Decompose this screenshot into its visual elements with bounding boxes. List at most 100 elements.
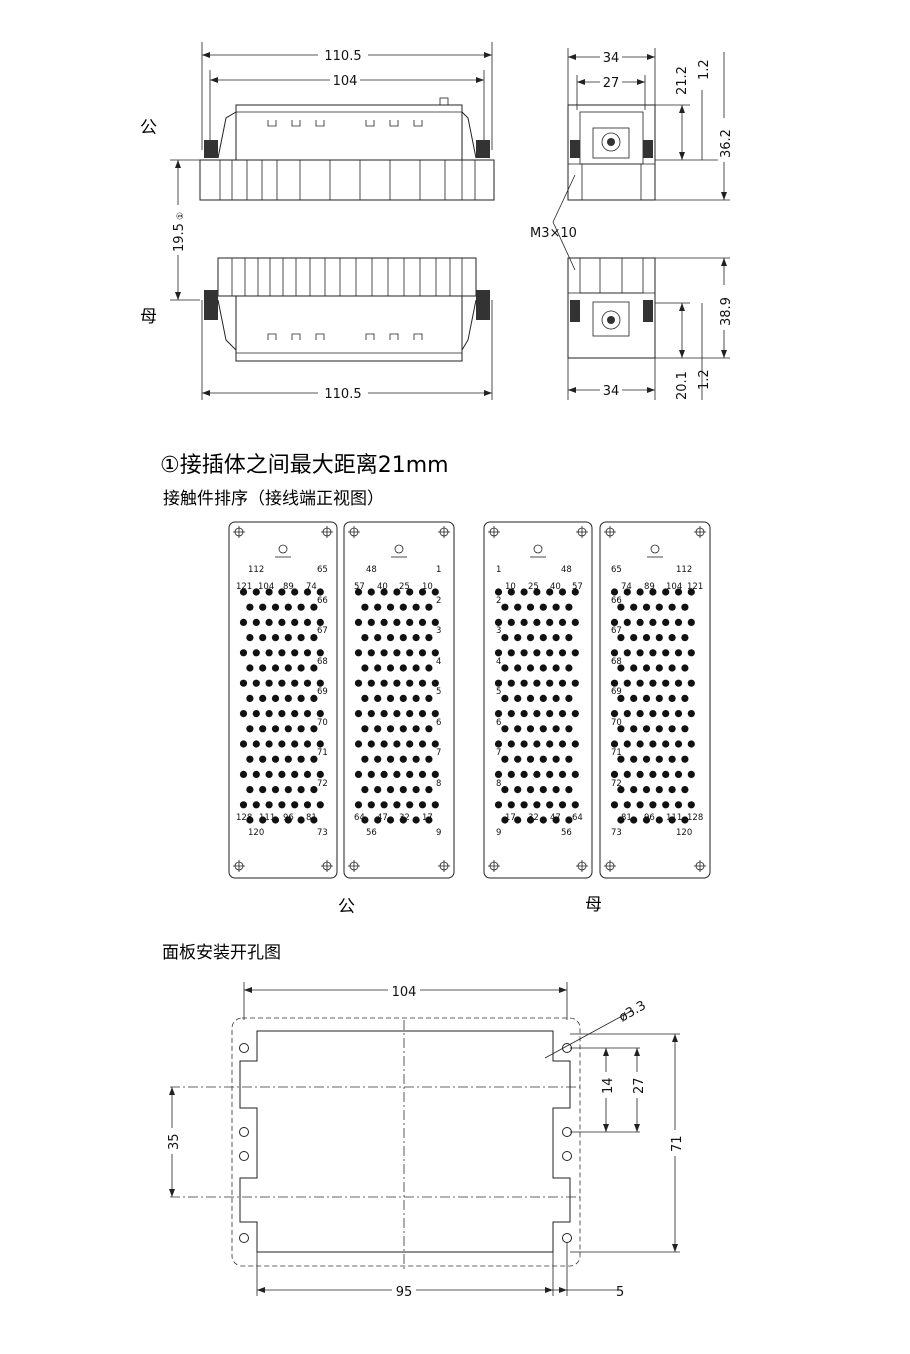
crosshair-icon <box>348 526 360 538</box>
contact-pin <box>501 694 509 703</box>
contact-pin <box>662 588 670 596</box>
contact-pin <box>662 710 670 718</box>
contact-pin <box>552 755 560 763</box>
contact-pin <box>271 664 280 672</box>
contact-pin <box>565 694 573 703</box>
svg-text:67: 67 <box>611 626 622 636</box>
contact-pin <box>681 755 689 763</box>
contact-pin <box>259 786 267 794</box>
contact-pin <box>565 634 573 642</box>
contact-pin <box>552 725 560 733</box>
contact-pin <box>291 649 299 657</box>
contact-pin <box>399 786 407 794</box>
contact-pin <box>494 801 503 809</box>
contact-pin <box>501 816 509 824</box>
contact-pin <box>617 725 625 733</box>
contact-pin <box>367 740 375 748</box>
crosshair-icon <box>321 526 333 538</box>
contact-pin <box>297 664 305 672</box>
contact-pin <box>259 634 267 642</box>
contact-pin <box>546 679 554 687</box>
contact-pin <box>367 770 375 779</box>
contact-pin <box>361 725 369 733</box>
contact-pin <box>425 634 433 642</box>
contact-pin <box>374 634 382 642</box>
contact-pin <box>623 588 631 596</box>
svg-text:65: 65 <box>611 565 622 575</box>
svg-text:74: 74 <box>621 582 632 592</box>
contact-pin <box>399 634 407 642</box>
contact-pin <box>681 664 689 672</box>
contact-pin <box>546 801 554 809</box>
contact-pin <box>617 755 625 763</box>
contact-pin <box>386 786 395 794</box>
contact-pin <box>374 755 382 763</box>
contact-pin <box>687 710 695 718</box>
contact-pin <box>386 664 395 672</box>
contact-pin <box>367 679 375 687</box>
contact-pin <box>380 588 388 596</box>
contact-pin <box>546 618 554 627</box>
contact-pin <box>412 786 420 794</box>
contact-pin <box>662 679 670 687</box>
contact-pin <box>526 786 535 794</box>
svg-text:128: 128 <box>236 813 252 823</box>
svg-text:9: 9 <box>436 828 441 838</box>
contact-pin <box>265 649 273 657</box>
contact-pin <box>668 755 676 763</box>
contact-pin <box>655 725 663 733</box>
contact-pin <box>393 801 401 809</box>
contact-pin <box>291 740 299 748</box>
pin-panels <box>228 521 711 879</box>
male-side-view: 34 27 21.2 1.2 36.2 <box>567 48 734 201</box>
contact-pin <box>386 634 395 642</box>
contact-pin <box>674 801 683 809</box>
contact-pin <box>649 649 657 657</box>
contact-pin <box>636 649 644 657</box>
panel-female-right <box>599 521 711 879</box>
contact-pin <box>310 664 318 672</box>
contact-pin <box>239 679 248 687</box>
contact-pin <box>246 786 254 794</box>
contact-pin <box>412 725 420 733</box>
contact-pin <box>386 725 395 733</box>
contact-pin <box>526 694 535 703</box>
contact-pin <box>494 740 503 748</box>
contact-pin <box>252 770 260 779</box>
panel-male-left <box>228 521 338 879</box>
contact-pin <box>539 816 547 824</box>
contact-pin <box>539 786 547 794</box>
svg-text:64: 64 <box>354 813 365 823</box>
contact-pin <box>259 755 267 763</box>
contact-pin <box>374 603 382 611</box>
contact-pin <box>303 710 312 718</box>
contact-pin <box>501 786 509 794</box>
svg-text:10: 10 <box>422 582 433 592</box>
contact-pin <box>393 649 401 657</box>
contact-pin <box>425 786 433 794</box>
svg-text:1: 1 <box>496 565 501 575</box>
contact-pin <box>494 649 503 657</box>
contact-pin <box>271 725 280 733</box>
contact-pin <box>303 618 312 627</box>
dim-cut-27: 27 <box>632 1077 647 1094</box>
contact-pin <box>271 786 280 794</box>
contact-pin <box>431 801 439 809</box>
svg-text:3: 3 <box>496 626 501 636</box>
contact-pin <box>239 710 248 718</box>
contact-pin <box>552 816 560 824</box>
dim-110-5-bottom: 110.5 <box>324 387 361 402</box>
contact-pin <box>514 786 522 794</box>
contact-pin <box>514 603 522 611</box>
contact-pin <box>418 801 427 809</box>
contact-pin <box>558 588 567 596</box>
contact-pin <box>259 725 267 733</box>
contact-pin <box>310 816 318 824</box>
cutout-drawing: 104 ø3.3 35 14 <box>164 982 685 1300</box>
contact-pin <box>623 618 631 627</box>
contact-pin <box>361 786 369 794</box>
contact-pin <box>514 816 522 824</box>
contact-pin <box>533 649 541 657</box>
contact-pin <box>354 649 363 657</box>
contact-pin <box>316 649 324 657</box>
